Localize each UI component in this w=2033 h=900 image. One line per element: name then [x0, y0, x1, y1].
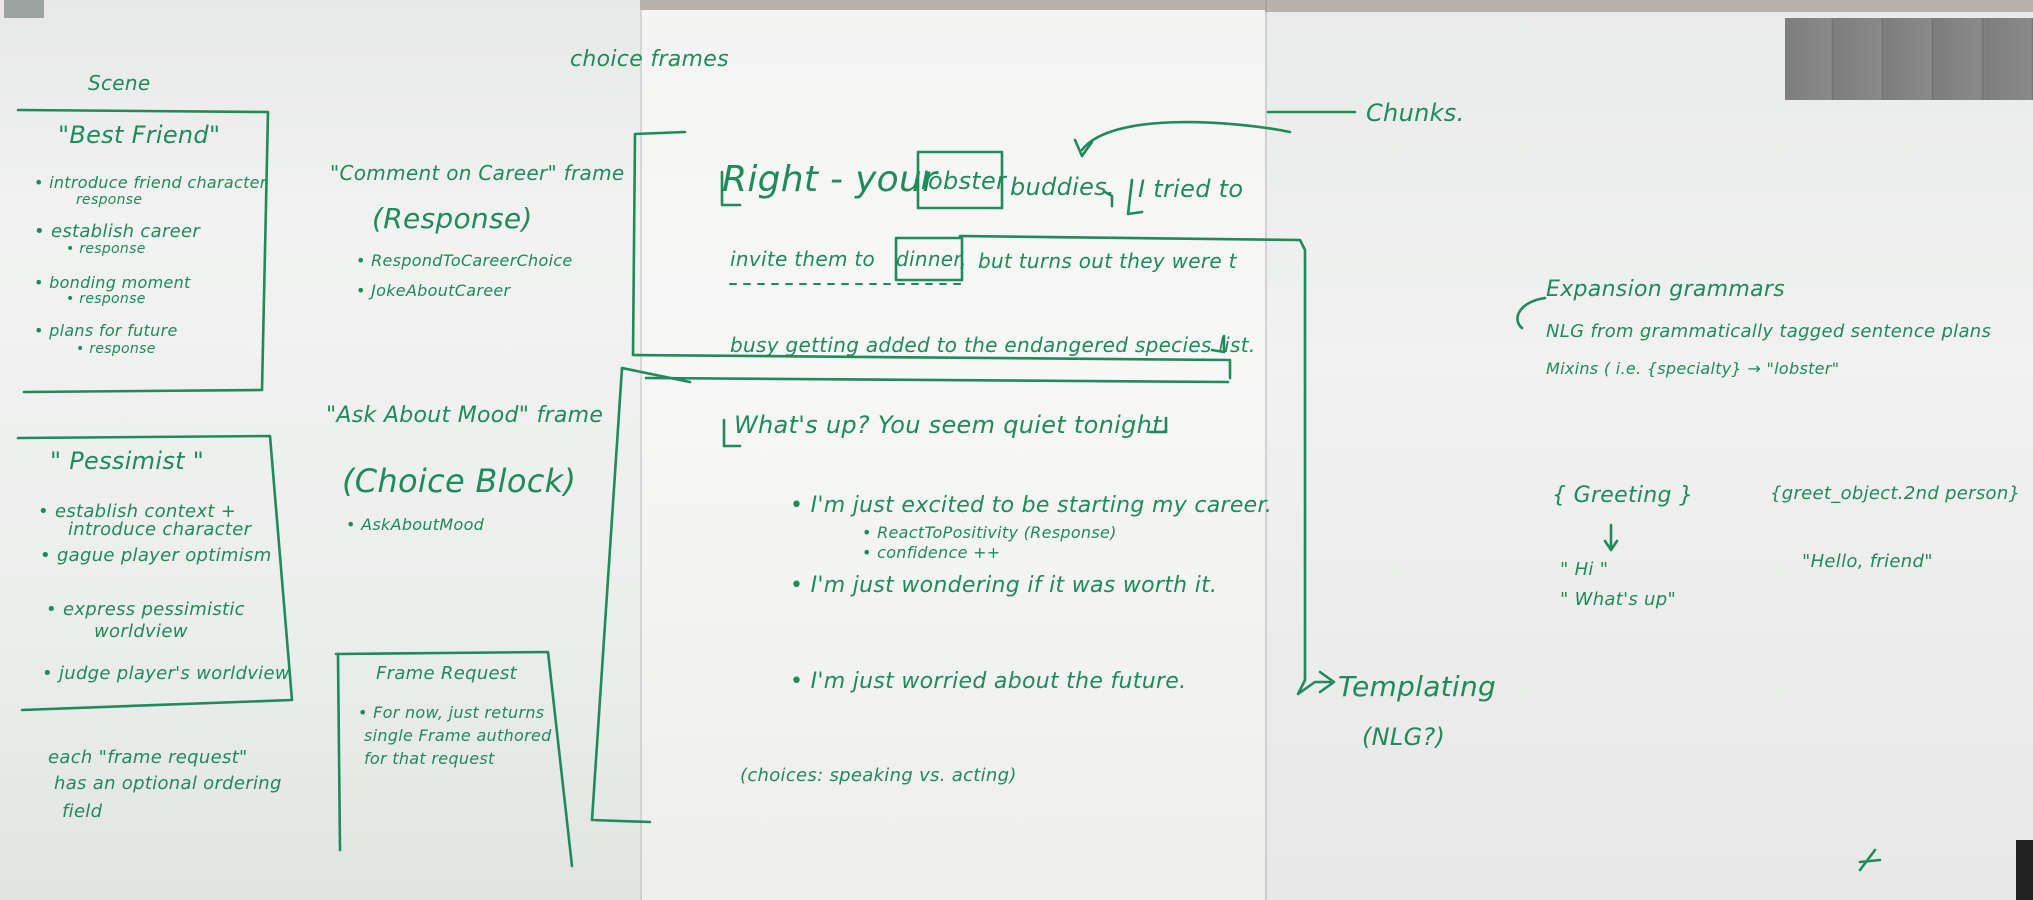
arrow-head	[1318, 670, 1336, 694]
scene-line: response	[76, 192, 143, 208]
templating-heading: Templating	[1338, 670, 1497, 703]
dialogue-line3: busy getting added to the endangered spe…	[730, 333, 1256, 357]
scene-line: • introduce friend character	[34, 173, 267, 192]
photo-seam	[1265, 0, 1267, 900]
best-friend-box	[16, 108, 270, 394]
board-tray	[640, 0, 1265, 10]
frame-request-line: for that request	[364, 749, 495, 768]
dialogue-bracket-top	[631, 130, 1232, 380]
board-tray	[1265, 0, 2033, 12]
dialogue-line1-end: buddies.	[1010, 173, 1115, 201]
whiteboard-left-panel	[0, 0, 640, 900]
frame-item: • AskAboutMood	[346, 515, 485, 534]
dinner-word: dinner,	[896, 247, 967, 271]
pessimist-title: " Pessimist "	[50, 447, 205, 475]
dialogue-line2-end: but turns out they were t	[978, 249, 1237, 273]
choices-note: (choices: speaking vs. acting)	[740, 765, 1017, 786]
frame-request-line: • For now, just returns	[358, 703, 545, 722]
choice-sub: • ReactToPositivity (Response)	[862, 523, 1117, 542]
whiteboard-middle-panel	[640, 0, 1265, 900]
photo-seam	[640, 0, 642, 900]
sticker	[4, 0, 44, 18]
scene-line: • response	[66, 291, 146, 307]
frame-subtitle: (Response)	[372, 202, 533, 235]
arrow-head	[1073, 138, 1094, 158]
dialogue-line2-start: invite them to	[730, 247, 876, 271]
note-line: has an optional ordering	[54, 773, 282, 794]
frame-request-box	[334, 650, 574, 868]
frame-request-title: Frame Request	[376, 663, 517, 684]
greeting-template: { Greeting }	[1552, 483, 1694, 508]
scene-line: • gague player optimism	[40, 545, 272, 566]
scene-line: introduce character	[68, 519, 252, 540]
scene-line: • establish career	[34, 221, 201, 242]
chunks-heading: Chunks.	[1366, 99, 1465, 127]
corner-mark	[720, 170, 742, 207]
templating-bracket	[958, 234, 1332, 696]
curved-arrow	[1080, 120, 1292, 152]
note-line: each "frame request"	[48, 747, 248, 768]
scene-line: • establish context +	[38, 501, 237, 522]
greeting-option: " What's up"	[1560, 589, 1677, 610]
dialogue-bracket-bottom	[590, 366, 692, 824]
scene-line: • bonding moment	[34, 273, 191, 292]
expansion-bracket	[1516, 296, 1547, 330]
scene-line: • judge player's worldview	[42, 663, 290, 684]
whiteboard-right-panel	[1265, 0, 2033, 900]
pessimist-box	[16, 434, 294, 712]
choice-option: • I'm just wondering if it was worth it.	[790, 573, 1218, 598]
separator-line	[644, 376, 1230, 384]
dinner-box	[894, 236, 964, 282]
mixins-line: Mixins ( i.e. {specialty} → "lobster"	[1546, 359, 1840, 378]
frame-title: "Comment on Career" frame	[330, 161, 625, 185]
corner-mark	[1210, 334, 1226, 354]
lobster-word: lobster	[921, 167, 1007, 195]
scene-line: • response	[76, 341, 156, 357]
scene-line: • express pessimistic	[46, 599, 245, 620]
squiggle	[1858, 848, 1882, 872]
choice-option: • I'm just worried about the future.	[790, 669, 1187, 694]
greet-object-option: "Hello, friend"	[1802, 551, 1933, 572]
corner-mark	[1148, 416, 1168, 434]
marker	[2016, 840, 2033, 900]
frame-request-line: single Frame authored	[364, 726, 552, 745]
choice-sub: • confidence ++	[862, 543, 1001, 562]
question-line: What's up? You seem quiet tonight.	[734, 411, 1170, 439]
choice-option: • I'm just excited to be starting my car…	[790, 493, 1273, 518]
dialogue-line1-start: Right - your	[722, 159, 938, 200]
lobster-box	[916, 150, 1004, 210]
wall-panel	[1785, 18, 2033, 100]
corner-mark	[722, 418, 742, 448]
scene-line: • plans for future	[34, 321, 178, 340]
frame-item: • JokeAboutCareer	[356, 281, 511, 300]
nlg-line: NLG from grammatically tagged sentence p…	[1546, 321, 1992, 342]
scene-line: worldview	[94, 621, 188, 642]
scene-heading: Scene	[88, 71, 151, 95]
nlg-question: (NLG?)	[1362, 723, 1446, 751]
greeting-option: " Hi "	[1560, 559, 1609, 580]
note-line: field	[62, 801, 103, 822]
expansion-heading: Expansion grammars	[1546, 277, 1786, 302]
corner-mark	[1126, 178, 1144, 216]
corner-mark	[1103, 190, 1114, 208]
greet-object-template: {greet_object.2nd person}	[1770, 483, 2021, 504]
down-arrow	[1603, 523, 1619, 552]
frame-subtitle: (Choice Block)	[342, 462, 577, 500]
choice-frames-heading: choice frames	[570, 47, 729, 72]
scene-line: • response	[66, 241, 146, 257]
best-friend-title: "Best Friend"	[58, 121, 221, 149]
dialogue-line1-tail: I tried to	[1138, 175, 1244, 203]
frame-title: "Ask About Mood" frame	[326, 403, 604, 428]
frame-item: • RespondToCareerChoice	[356, 251, 573, 270]
